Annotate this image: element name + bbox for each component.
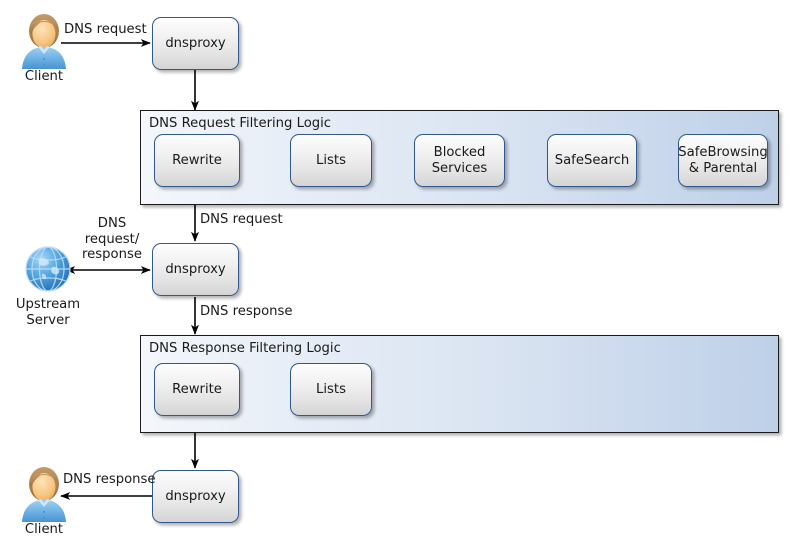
node-dnsproxy-top[interactable]: dnsproxy: [152, 17, 239, 70]
actor-caption-client-top: Client: [24, 69, 64, 84]
user-avatar-icon: [22, 14, 66, 69]
group-title-response-filtering: DNS Response Filtering Logic: [149, 341, 341, 356]
node-lists-response[interactable]: Lists: [290, 363, 372, 416]
globe-icon: [25, 246, 71, 292]
node-lists-request[interactable]: Lists: [290, 134, 372, 187]
node-safebrowsing-parental[interactable]: SafeBrowsing & Parental: [678, 134, 768, 187]
node-dnsproxy-middle[interactable]: dnsproxy: [152, 243, 239, 296]
group-dns-response-filtering-logic: DNS Response Filtering Logic: [140, 335, 779, 433]
edge-label-dnsproxy-to-client: DNS response: [63, 472, 156, 487]
node-rewrite-request[interactable]: Rewrite: [154, 134, 240, 187]
actor-caption-client-bottom: Client: [24, 522, 64, 537]
edge-label-proxy-to-upstream: DNS request/ response: [82, 216, 142, 262]
group-title-request-filtering: DNS Request Filtering Logic: [149, 116, 332, 131]
node-safesearch[interactable]: SafeSearch: [547, 134, 637, 187]
user-avatar-icon: [22, 467, 66, 522]
edge-label-client-to-dnsproxy: DNS request: [64, 22, 147, 37]
node-dnsproxy-bottom[interactable]: dnsproxy: [152, 470, 239, 523]
node-rewrite-response[interactable]: Rewrite: [154, 363, 240, 416]
actor-caption-upstream-server: Upstream Server: [15, 297, 81, 328]
node-blocked-services[interactable]: Blocked Services: [414, 134, 505, 187]
edge-label-dnsproxy-to-response-group: DNS response: [200, 304, 293, 319]
edge-label-group-to-dnsproxy: DNS request: [200, 212, 283, 227]
